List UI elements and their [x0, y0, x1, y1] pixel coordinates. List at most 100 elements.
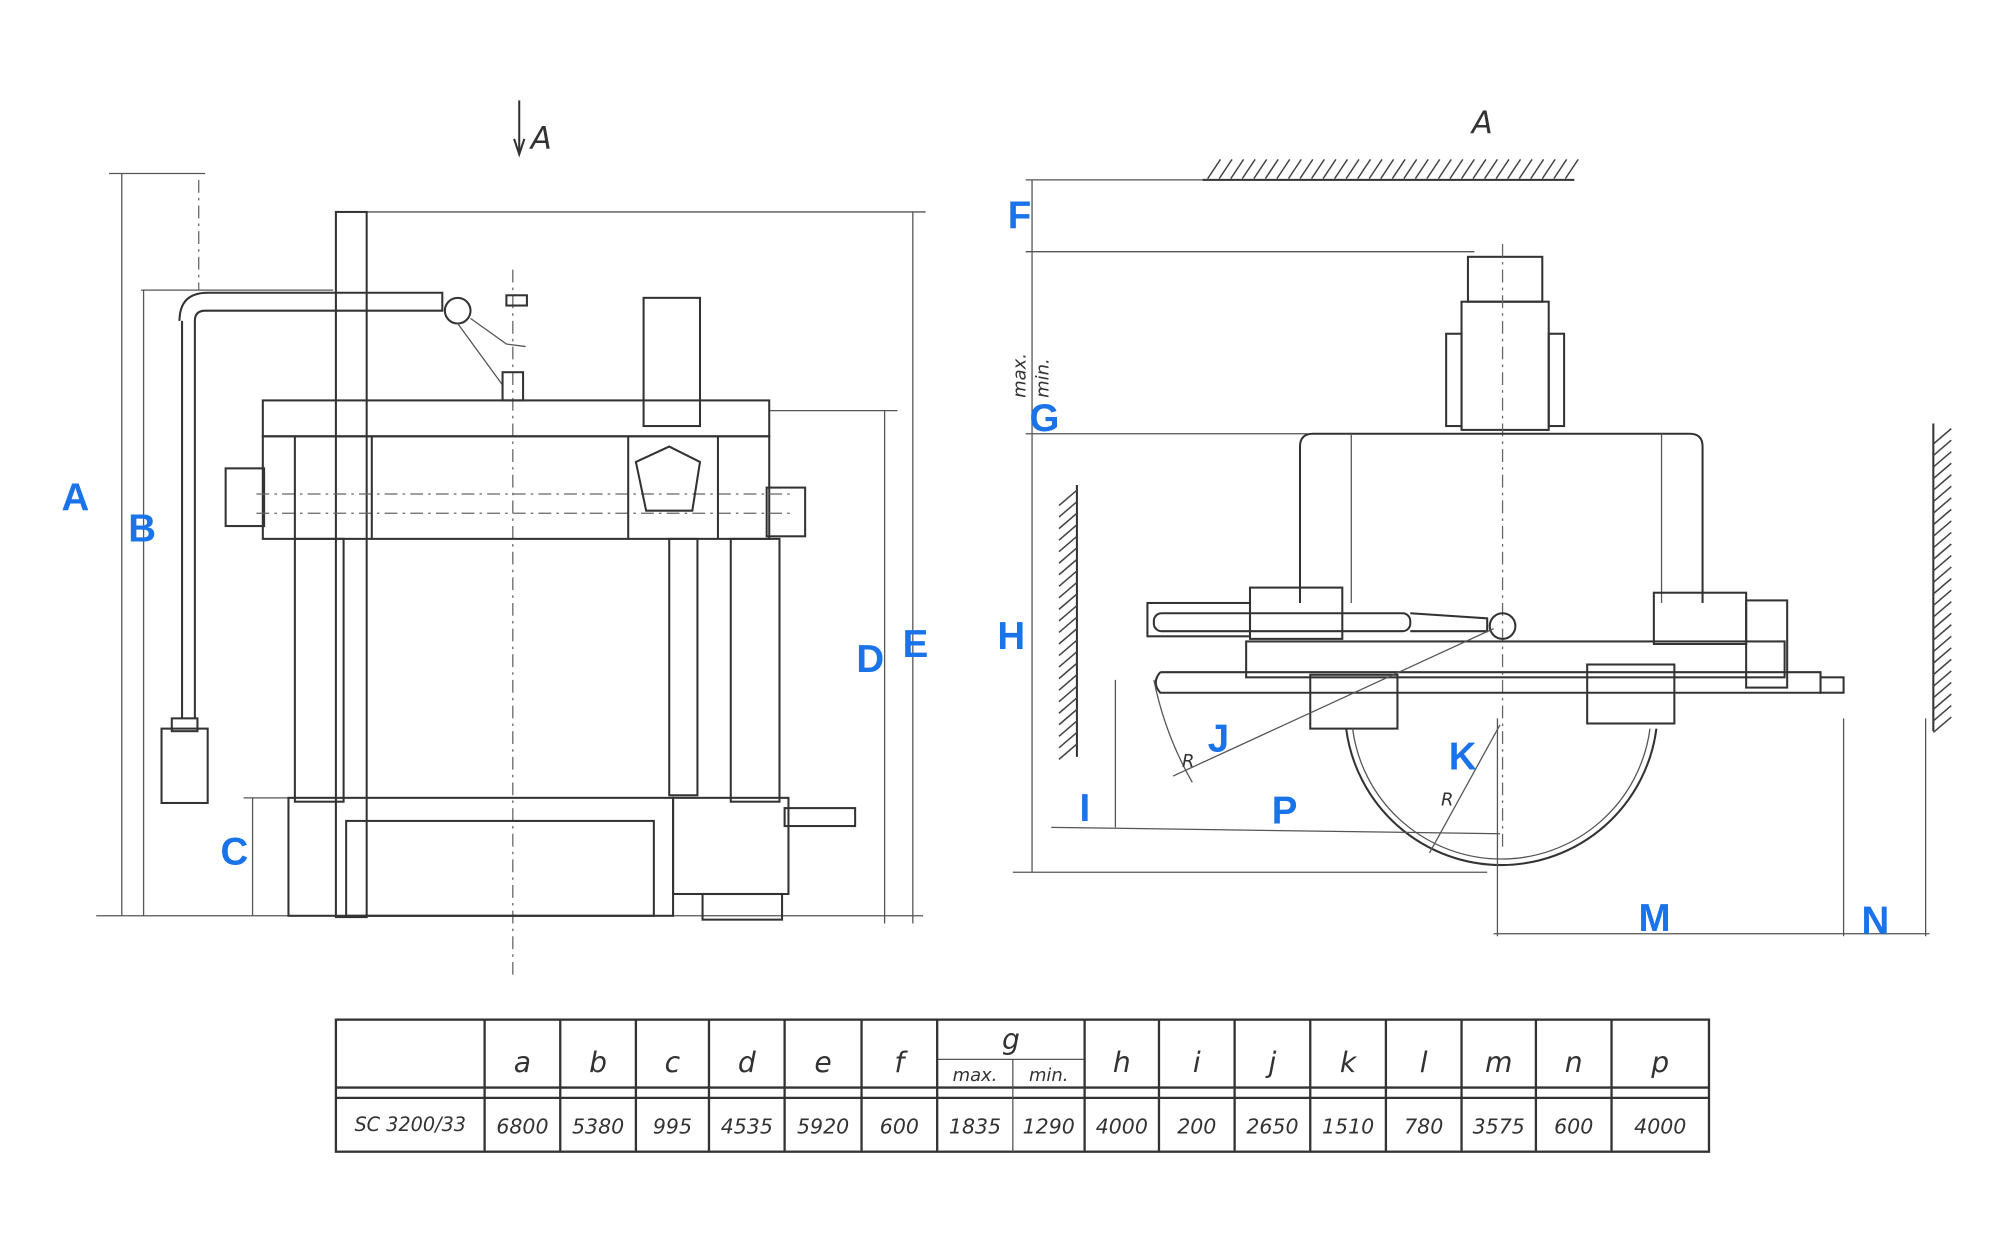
wall-hatch-line [1426, 158, 1441, 180]
wall-hatch-line [1058, 685, 1078, 703]
wall-hatch-line [1932, 612, 1952, 630]
label-P: P [1272, 789, 1298, 832]
table-cell-value: 1835 [949, 1115, 1001, 1139]
table-subheader-g-min: min. [1029, 1065, 1069, 1086]
wall-hatch-line [1287, 158, 1302, 180]
dimension-labels: A B C D E F G H I J K M N P [62, 195, 1890, 943]
wall-hatch-line [1932, 624, 1952, 641]
label-G: G [1029, 397, 1059, 440]
plan-view: A max. min. R [1010, 106, 1952, 937]
table-cell-value: 2650 [1246, 1115, 1298, 1139]
wall-hatch-line [1460, 158, 1475, 180]
wall-hatch-line [1932, 508, 1952, 526]
wall-hatch-line [1310, 158, 1325, 180]
wall-hatch-line [1058, 558, 1078, 576]
wall-hatch-line [1932, 451, 1952, 468]
label-H: H [997, 615, 1025, 658]
wall-hatch-line [1058, 570, 1078, 587]
table-header-a: a [514, 1046, 531, 1079]
table-header-p: p [1650, 1046, 1669, 1079]
wall-hatch-line [1058, 628, 1078, 645]
table-subheader-g-max: max. [953, 1065, 998, 1086]
table-row-label: SC 3200/33 [354, 1113, 466, 1136]
table-cell-value: 5920 [797, 1115, 849, 1139]
wall-hatch-line [1058, 743, 1078, 760]
wall-hatch-line [1058, 639, 1078, 657]
wall-hatch-line [1058, 674, 1078, 691]
g-min-note: min. [1033, 358, 1054, 398]
wall-hatch-line [1932, 578, 1952, 595]
wall-hatch-line [1403, 158, 1418, 180]
table-cell-value: 780 [1404, 1115, 1443, 1139]
wall-hatch-line [1414, 158, 1429, 180]
wall-hatch-line [1932, 658, 1952, 676]
wall-hatch-line [1530, 158, 1545, 180]
wall-hatch-line [1322, 158, 1337, 180]
label-K: K [1449, 736, 1477, 779]
table-cell-value: 4000 [1096, 1115, 1148, 1139]
view-title-label: A [1470, 106, 1493, 142]
wall-hatch-line [1058, 662, 1078, 680]
wall-hatch-line [1218, 158, 1233, 180]
radius-j-note: R [1182, 751, 1194, 772]
wall-hatch-line [1932, 601, 1952, 618]
label-F: F [1008, 195, 1032, 238]
table-cell-value: 5380 [572, 1115, 624, 1139]
table-header-e: e [814, 1046, 831, 1079]
g-max-note: max. [1010, 353, 1031, 398]
wall-hatch-line [1058, 581, 1078, 599]
wall-hatch-line [1230, 158, 1245, 180]
wall-hatch-line [1932, 543, 1952, 560]
table-header-m: m [1485, 1046, 1512, 1079]
wall-hatch-line [1357, 158, 1372, 180]
wall-hatch-line [1058, 720, 1078, 737]
wall-hatch-line [1932, 474, 1952, 491]
wall-hatch-line [1518, 158, 1533, 180]
wall-hatch-line [1932, 439, 1952, 457]
table-header-k: k [1340, 1046, 1358, 1079]
wall-hatch-line [1932, 704, 1952, 722]
table-cell-value: 600 [1554, 1115, 1593, 1139]
wall-hatch-line [1932, 531, 1952, 549]
wall-hatch-line [1253, 158, 1268, 180]
wall-hatch-line [1391, 158, 1406, 180]
wall-hatch-line [1932, 462, 1952, 480]
wall-hatch-line [1058, 731, 1078, 749]
table-header-d: d [738, 1046, 757, 1079]
wall-hatch-line [1058, 524, 1078, 541]
table-cell-value: 995 [653, 1115, 692, 1139]
table-cell-value: 6800 [496, 1115, 548, 1139]
label-E: E [903, 623, 929, 666]
table-cell-value: 200 [1177, 1115, 1216, 1139]
wall-hatch-line [1553, 158, 1568, 180]
table-cell-value: 1510 [1322, 1115, 1374, 1139]
table-header-c: c [665, 1046, 681, 1079]
wall-hatch-line [1932, 566, 1952, 584]
table-cell-value: 3575 [1473, 1115, 1525, 1139]
wall-hatch-line [1932, 520, 1952, 537]
radius-k-note: R [1441, 790, 1453, 811]
wall-hatch-line [1932, 554, 1952, 572]
wall-hatch-line [1299, 158, 1314, 180]
wall-hatch-line [1932, 670, 1952, 687]
view-arrow-label: A [529, 121, 552, 157]
wall-hatch-line [1932, 635, 1952, 653]
wall-hatch-line [1058, 604, 1078, 622]
table-header-j: j [1265, 1046, 1277, 1079]
table-header-h: h [1113, 1046, 1131, 1079]
table-header-g: g [1002, 1023, 1020, 1056]
label-D: D [856, 638, 884, 681]
wall-hatch-line [1507, 158, 1522, 180]
wall-hatch-line [1264, 158, 1279, 180]
table-header-b: b [589, 1046, 607, 1079]
table-border [334, 1018, 1711, 1153]
table-header-l: l [1420, 1046, 1428, 1079]
wall-hatch-line [1932, 716, 1952, 734]
label-C: C [221, 831, 249, 874]
wall-hatch-line [1058, 593, 1078, 610]
wall-hatch-line [1437, 158, 1452, 180]
wall-hatch-line [1541, 158, 1556, 180]
wall-hatch-line [1932, 647, 1952, 664]
